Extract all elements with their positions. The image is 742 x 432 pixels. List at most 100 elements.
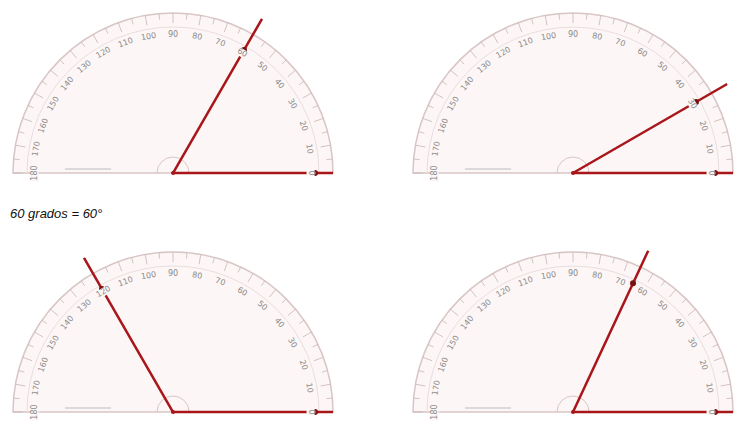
- tick-mark: [326, 398, 332, 400]
- angle-arm: [173, 19, 262, 173]
- protractor-body: [13, 252, 333, 412]
- angle-arm: [84, 258, 173, 412]
- scale-number: 10: [704, 142, 714, 155]
- tick-mark: [238, 267, 241, 272]
- scale-number: 0: [307, 408, 315, 415]
- tick-mark: [42, 81, 47, 84]
- tick-mark: [699, 81, 704, 84]
- tick-mark: [132, 257, 134, 263]
- tick-mark: [159, 253, 161, 259]
- tick-mark: [303, 93, 312, 98]
- tick-mark: [238, 28, 241, 33]
- tick-mark: [688, 309, 696, 315]
- tick-mark: [470, 289, 476, 297]
- tick-mark: [460, 299, 464, 303]
- tick-mark: [105, 28, 108, 33]
- scale-number: 10: [304, 381, 314, 394]
- scale-number: 90: [567, 31, 579, 39]
- scale-arc: [427, 266, 719, 412]
- scale-number: 90: [167, 270, 179, 278]
- tick-mark: [669, 289, 675, 297]
- tick-mark: [418, 371, 424, 373]
- tick-mark: [428, 344, 433, 347]
- protractor-body: [13, 13, 333, 173]
- tick-mark: [722, 371, 728, 373]
- scale-number: 0: [307, 169, 315, 176]
- tick-mark: [613, 18, 615, 24]
- vertex-dot: [571, 171, 575, 175]
- tick-mark: [559, 253, 561, 259]
- tick-mark: [13, 412, 23, 413]
- tick-mark: [722, 132, 728, 134]
- tick-mark: [434, 93, 443, 98]
- tick-mark: [624, 23, 627, 32]
- tick-mark: [648, 273, 653, 282]
- tick-mark: [518, 23, 521, 32]
- vertex-dot: [171, 171, 175, 175]
- tick-mark: [450, 309, 458, 315]
- tick-mark: [314, 357, 323, 360]
- tick-mark: [415, 384, 425, 386]
- scale-arc: [27, 266, 319, 412]
- tick-mark: [288, 70, 296, 76]
- tick-mark: [599, 254, 601, 264]
- tick-mark: [288, 309, 296, 315]
- tick-mark: [18, 371, 24, 373]
- tick-mark: [199, 254, 201, 264]
- scale-number: 10: [704, 381, 714, 394]
- tick-mark: [28, 344, 33, 347]
- maker-strip: [65, 407, 111, 409]
- tick-mark: [423, 118, 432, 121]
- tick-mark: [586, 253, 588, 259]
- tick-mark: [418, 132, 424, 134]
- tick-mark: [199, 15, 201, 25]
- tick-mark: [699, 320, 704, 323]
- tick-mark: [34, 93, 43, 98]
- tick-mark: [145, 15, 147, 25]
- tick-mark: [624, 262, 627, 271]
- tick-mark: [326, 159, 332, 161]
- tick-mark: [248, 273, 253, 282]
- tick-mark: [648, 34, 653, 43]
- tick-mark: [493, 273, 498, 282]
- tick-mark: [434, 332, 443, 337]
- tick-mark: [34, 332, 43, 337]
- tick-mark: [442, 81, 447, 84]
- tick-mark: [299, 320, 304, 323]
- protractor-body: [413, 13, 733, 173]
- tick-mark: [545, 15, 547, 25]
- scale-number: 180: [431, 164, 439, 181]
- tick-mark: [661, 281, 664, 286]
- tick-mark: [532, 257, 534, 263]
- scale-number: 180: [431, 403, 439, 420]
- tick-mark: [415, 145, 425, 147]
- vertex-dot: [171, 410, 175, 414]
- tick-mark: [145, 254, 147, 264]
- tick-mark: [638, 28, 641, 33]
- tick-mark: [224, 23, 227, 32]
- tick-mark: [282, 299, 286, 303]
- tick-mark: [322, 371, 328, 373]
- protractor: [13, 252, 333, 415]
- tick-mark: [93, 34, 98, 43]
- tick-mark: [413, 412, 423, 413]
- tick-mark: [613, 257, 615, 263]
- tick-mark: [493, 34, 498, 43]
- scale-arc: [27, 27, 319, 173]
- tick-mark: [413, 173, 423, 174]
- tick-mark: [682, 60, 686, 64]
- tick-mark: [713, 105, 718, 108]
- tick-mark: [50, 309, 58, 315]
- tick-mark: [573, 252, 574, 262]
- tick-mark: [173, 13, 174, 23]
- tick-mark: [118, 262, 121, 271]
- scale-number: 90: [167, 31, 179, 39]
- tick-mark: [15, 145, 25, 147]
- tick-mark: [726, 159, 732, 161]
- tick-mark: [261, 42, 264, 47]
- tick-mark: [269, 50, 275, 58]
- protractor-body: [413, 252, 733, 412]
- maker-strip: [65, 168, 111, 170]
